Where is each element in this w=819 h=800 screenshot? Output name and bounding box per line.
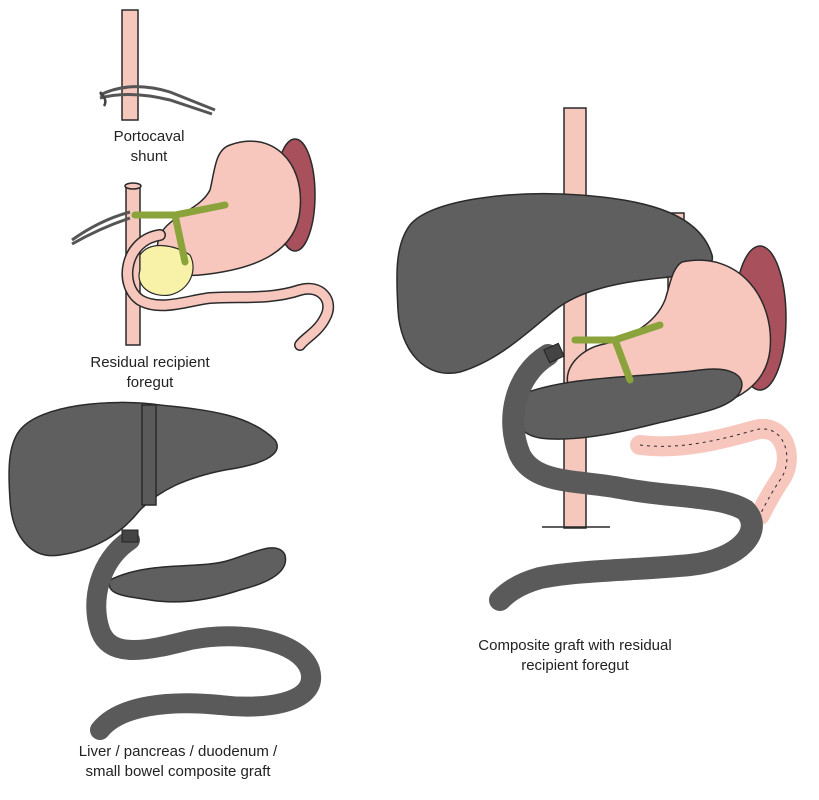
vascular-clamp — [99, 85, 216, 116]
residual-foregut-illustration — [71, 138, 335, 351]
pancreas-remnant — [138, 245, 194, 297]
caption-portocaval-shunt: Portocaval shunt — [113, 128, 185, 165]
donor-graft-illustration — [8, 401, 322, 740]
clamp-tip — [99, 91, 107, 107]
composite-vena-cava — [563, 107, 587, 529]
composite-portal-vein — [571, 321, 664, 384]
caption-composite-graft: Composite graft with residual recipient … — [478, 637, 672, 674]
donor-bowel — [86, 530, 322, 740]
cava-stump — [124, 182, 142, 190]
composite-liver — [396, 193, 714, 375]
donor-duodenal-stump — [121, 529, 139, 543]
caption-residual-foregut: Residual recipient foregut — [90, 354, 210, 391]
vena-cava-upper — [121, 9, 139, 121]
duodenum-small-fill — [122, 230, 333, 350]
composite-bowel — [489, 344, 763, 611]
donor-pancreas — [108, 547, 287, 603]
composite-pancreas — [512, 368, 743, 440]
composite-illustration — [396, 107, 797, 611]
caption-donor-graft: Liver / pancreas / duodenum / small bowe… — [78, 743, 278, 780]
donor-cava — [141, 404, 157, 506]
recipient-bowel-outline — [639, 428, 788, 516]
portocaval-shunt-illustration — [99, 9, 216, 121]
portal-vein-small — [131, 201, 229, 266]
clamp-left — [71, 210, 131, 246]
composite-duodenal-stump — [543, 342, 565, 364]
